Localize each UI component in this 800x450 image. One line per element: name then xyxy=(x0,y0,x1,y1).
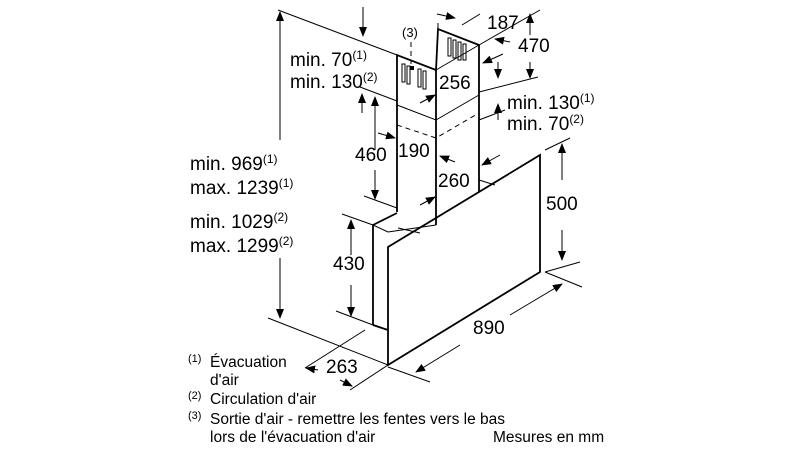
label-top-gap-right-1: min. 130(1) xyxy=(507,91,595,114)
label-890: 890 xyxy=(473,318,505,339)
legend-text-1b: d'air xyxy=(210,372,239,389)
legend-marker-3: (3) xyxy=(188,410,201,422)
legend: (1) Évacuation d'air (2) Circulation d'a… xyxy=(188,353,604,446)
legend-text-2: Circulation d'air xyxy=(210,391,316,408)
legend-marker-2: (2) xyxy=(188,390,201,402)
vent-slots-icon xyxy=(401,37,467,90)
label-260: 260 xyxy=(438,171,470,192)
label-top-gap-left-1: min. 70(1) xyxy=(290,48,367,71)
label-430: 430 xyxy=(333,254,365,275)
label-total-height-1: min. 969(1) xyxy=(190,152,278,175)
units-note: Mesures en mm xyxy=(493,429,604,446)
hood-outline xyxy=(372,27,541,367)
label-460: 460 xyxy=(355,145,387,166)
legend-text-3a: Sortie d'air - remettre les fentes vers … xyxy=(210,411,505,428)
label-top-gap-right-2: min. 70(2) xyxy=(507,112,584,135)
label-total-height-2: max. 1239(1) xyxy=(190,176,293,199)
label-263: 263 xyxy=(326,357,358,378)
label-total-height-3: min. 1029(2) xyxy=(190,210,288,233)
legend-marker-1: (1) xyxy=(188,353,201,365)
dimension-labels: min. 969(1) max. 1239(1) min. 1029(2) ma… xyxy=(190,13,595,378)
label-top-gap-left-2: min. 130(2) xyxy=(290,70,378,93)
label-470: 470 xyxy=(518,36,550,57)
label-total-height-4: max. 1299(2) xyxy=(190,234,293,257)
dimension-lines xyxy=(267,7,583,391)
label-outlet-marker: (3) xyxy=(402,25,418,40)
label-256: 256 xyxy=(439,73,471,94)
label-190: 190 xyxy=(398,141,430,162)
legend-text-3b: lors de l'évacuation d'air xyxy=(210,429,375,446)
label-187: 187 xyxy=(487,13,519,34)
legend-text-1a: Évacuation xyxy=(210,354,287,371)
label-500: 500 xyxy=(546,194,578,215)
